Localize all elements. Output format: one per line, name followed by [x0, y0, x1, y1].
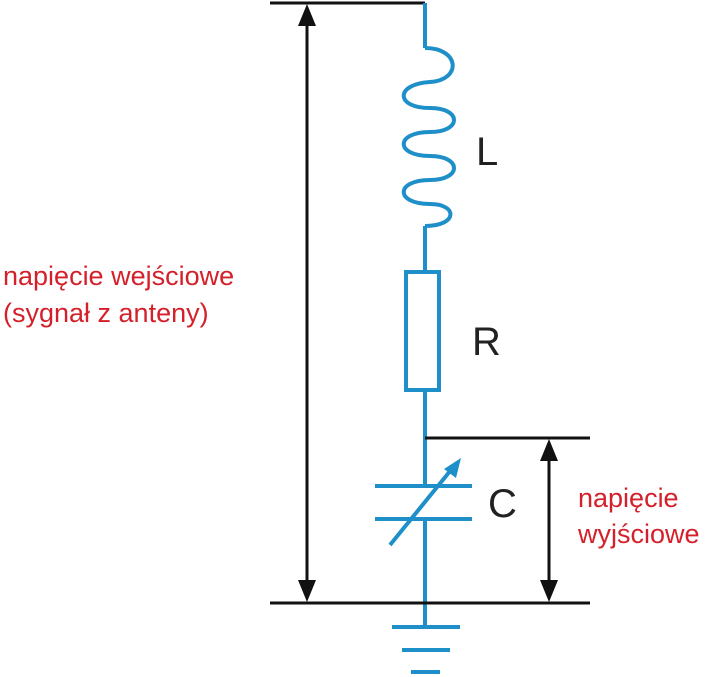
input-voltage-arrow-head-top [298, 4, 316, 26]
inductor-label: L [476, 130, 498, 174]
output-voltage-arrow-head-top [540, 439, 558, 461]
output-voltage-arrow-head-bottom [540, 580, 558, 602]
output-voltage-label-line2: wyjściowe [577, 519, 700, 549]
variable-capacitor-arrow-shaft [388, 463, 457, 547]
capacitor-label: C [488, 482, 517, 526]
resistor-label: R [472, 320, 501, 364]
output-voltage-label-line1: napięcie [578, 483, 679, 513]
resistor-body [404, 270, 441, 392]
input-voltage-label-line1: napięcie wejściowe [3, 261, 234, 291]
input-voltage-arrow-head-bottom [298, 580, 316, 602]
variable-capacitor-arrow-head [444, 458, 461, 478]
input-voltage-label-line2: (sygnał z anteny) [3, 298, 209, 328]
inductor-coil [401, 46, 456, 228]
